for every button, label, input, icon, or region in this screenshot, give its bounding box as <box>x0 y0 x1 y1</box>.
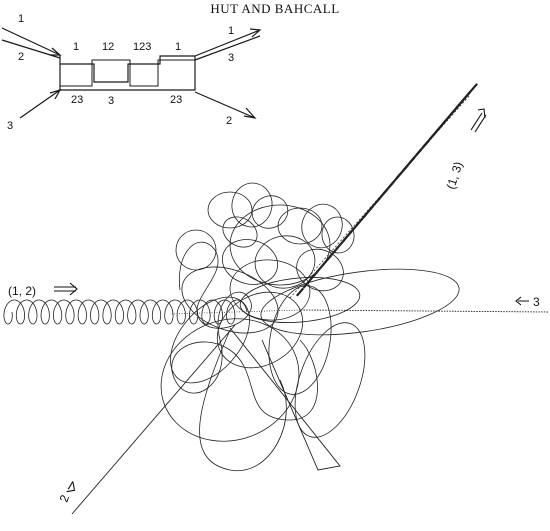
orbit-loop <box>301 203 343 249</box>
bottom-label-23b: 23 <box>170 94 182 106</box>
trajectory-body-3 <box>299 309 549 313</box>
top-label-1b: 1 <box>175 41 181 53</box>
left-label-1: 1 <box>18 13 24 25</box>
wandering-trajectory-lower <box>199 329 287 472</box>
orbit-loop <box>268 285 332 395</box>
orbit-loop <box>239 277 361 323</box>
orbit-loop <box>229 259 311 321</box>
binary-12-helix <box>3 299 248 325</box>
orbit-loop <box>231 182 273 228</box>
orbit-loop <box>254 235 316 289</box>
label-body-3: 3 <box>533 295 540 309</box>
wandering-trajectory <box>171 241 318 421</box>
trajectory-13-axis <box>289 94 471 299</box>
orbit-loop <box>229 204 331 286</box>
orbit-loop <box>321 216 355 254</box>
trajectory-body-3-inner <box>169 309 301 315</box>
central-tangle <box>160 182 460 472</box>
bottom-label-3: 3 <box>108 95 114 107</box>
label-body-2: 2 <box>57 493 73 504</box>
incoming-line-3 <box>19 89 61 119</box>
top-label-1a: 1 <box>73 41 79 53</box>
orbit-loop <box>260 268 460 336</box>
orbit-loop <box>160 318 300 442</box>
orbit-loop <box>170 296 250 384</box>
binary-13-segment <box>295 287 305 297</box>
top-label-12: 12 <box>102 41 114 53</box>
arrow-body-2 <box>66 481 76 493</box>
binary-13-segment <box>462 83 478 102</box>
outgoing-line-2 <box>194 91 256 119</box>
top-label-123: 123 <box>133 41 151 53</box>
orbit-loop <box>181 266 279 334</box>
double-arrow-12 <box>54 282 78 296</box>
schematic-box <box>59 55 196 91</box>
arrowhead-out-2 <box>243 107 257 119</box>
orbit-loop <box>221 239 279 285</box>
label-binary-13: (1, 3) <box>444 160 466 191</box>
outgoing-line-3 <box>194 35 261 61</box>
right-label-3: 3 <box>228 52 234 64</box>
left-label-2: 2 <box>18 51 24 63</box>
double-arrow-13 <box>470 108 487 133</box>
orbit-labels: (1, 2) 3 (1, 3) 2 <box>8 160 540 504</box>
label-binary-12: (1, 2) <box>8 284 36 298</box>
schematic-labels: 1 2 3 1 3 2 1 12 123 1 23 3 23 <box>7 13 234 132</box>
orbit-loop <box>207 191 253 229</box>
interaction-schematic <box>1 27 262 119</box>
orbit-loop <box>296 248 344 292</box>
trajectory-body-2 <box>71 324 236 515</box>
incoming-line-1 <box>1 27 61 56</box>
orbit-loop <box>175 229 217 271</box>
direction-arrows <box>54 108 529 493</box>
orbit-loop <box>222 216 258 248</box>
schematic-inner <box>60 59 195 87</box>
arrow-body-3 <box>515 296 529 306</box>
incoming-binary-12 <box>3 299 248 325</box>
arrowhead-out-1 <box>249 28 262 38</box>
right-label-1: 1 <box>228 25 234 37</box>
right-label-2: 2 <box>226 115 232 127</box>
left-label-3: 3 <box>7 120 13 132</box>
binary-13-segment <box>302 279 312 289</box>
straight-trajectories <box>71 94 549 515</box>
bottom-label-23a: 23 <box>71 94 83 106</box>
outgoing-line-1 <box>194 29 261 57</box>
orbit-loop <box>294 322 366 438</box>
ray-lower <box>229 327 341 471</box>
orbit-loop <box>251 195 289 229</box>
running-head: HUT AND BAHCALL <box>210 1 340 16</box>
